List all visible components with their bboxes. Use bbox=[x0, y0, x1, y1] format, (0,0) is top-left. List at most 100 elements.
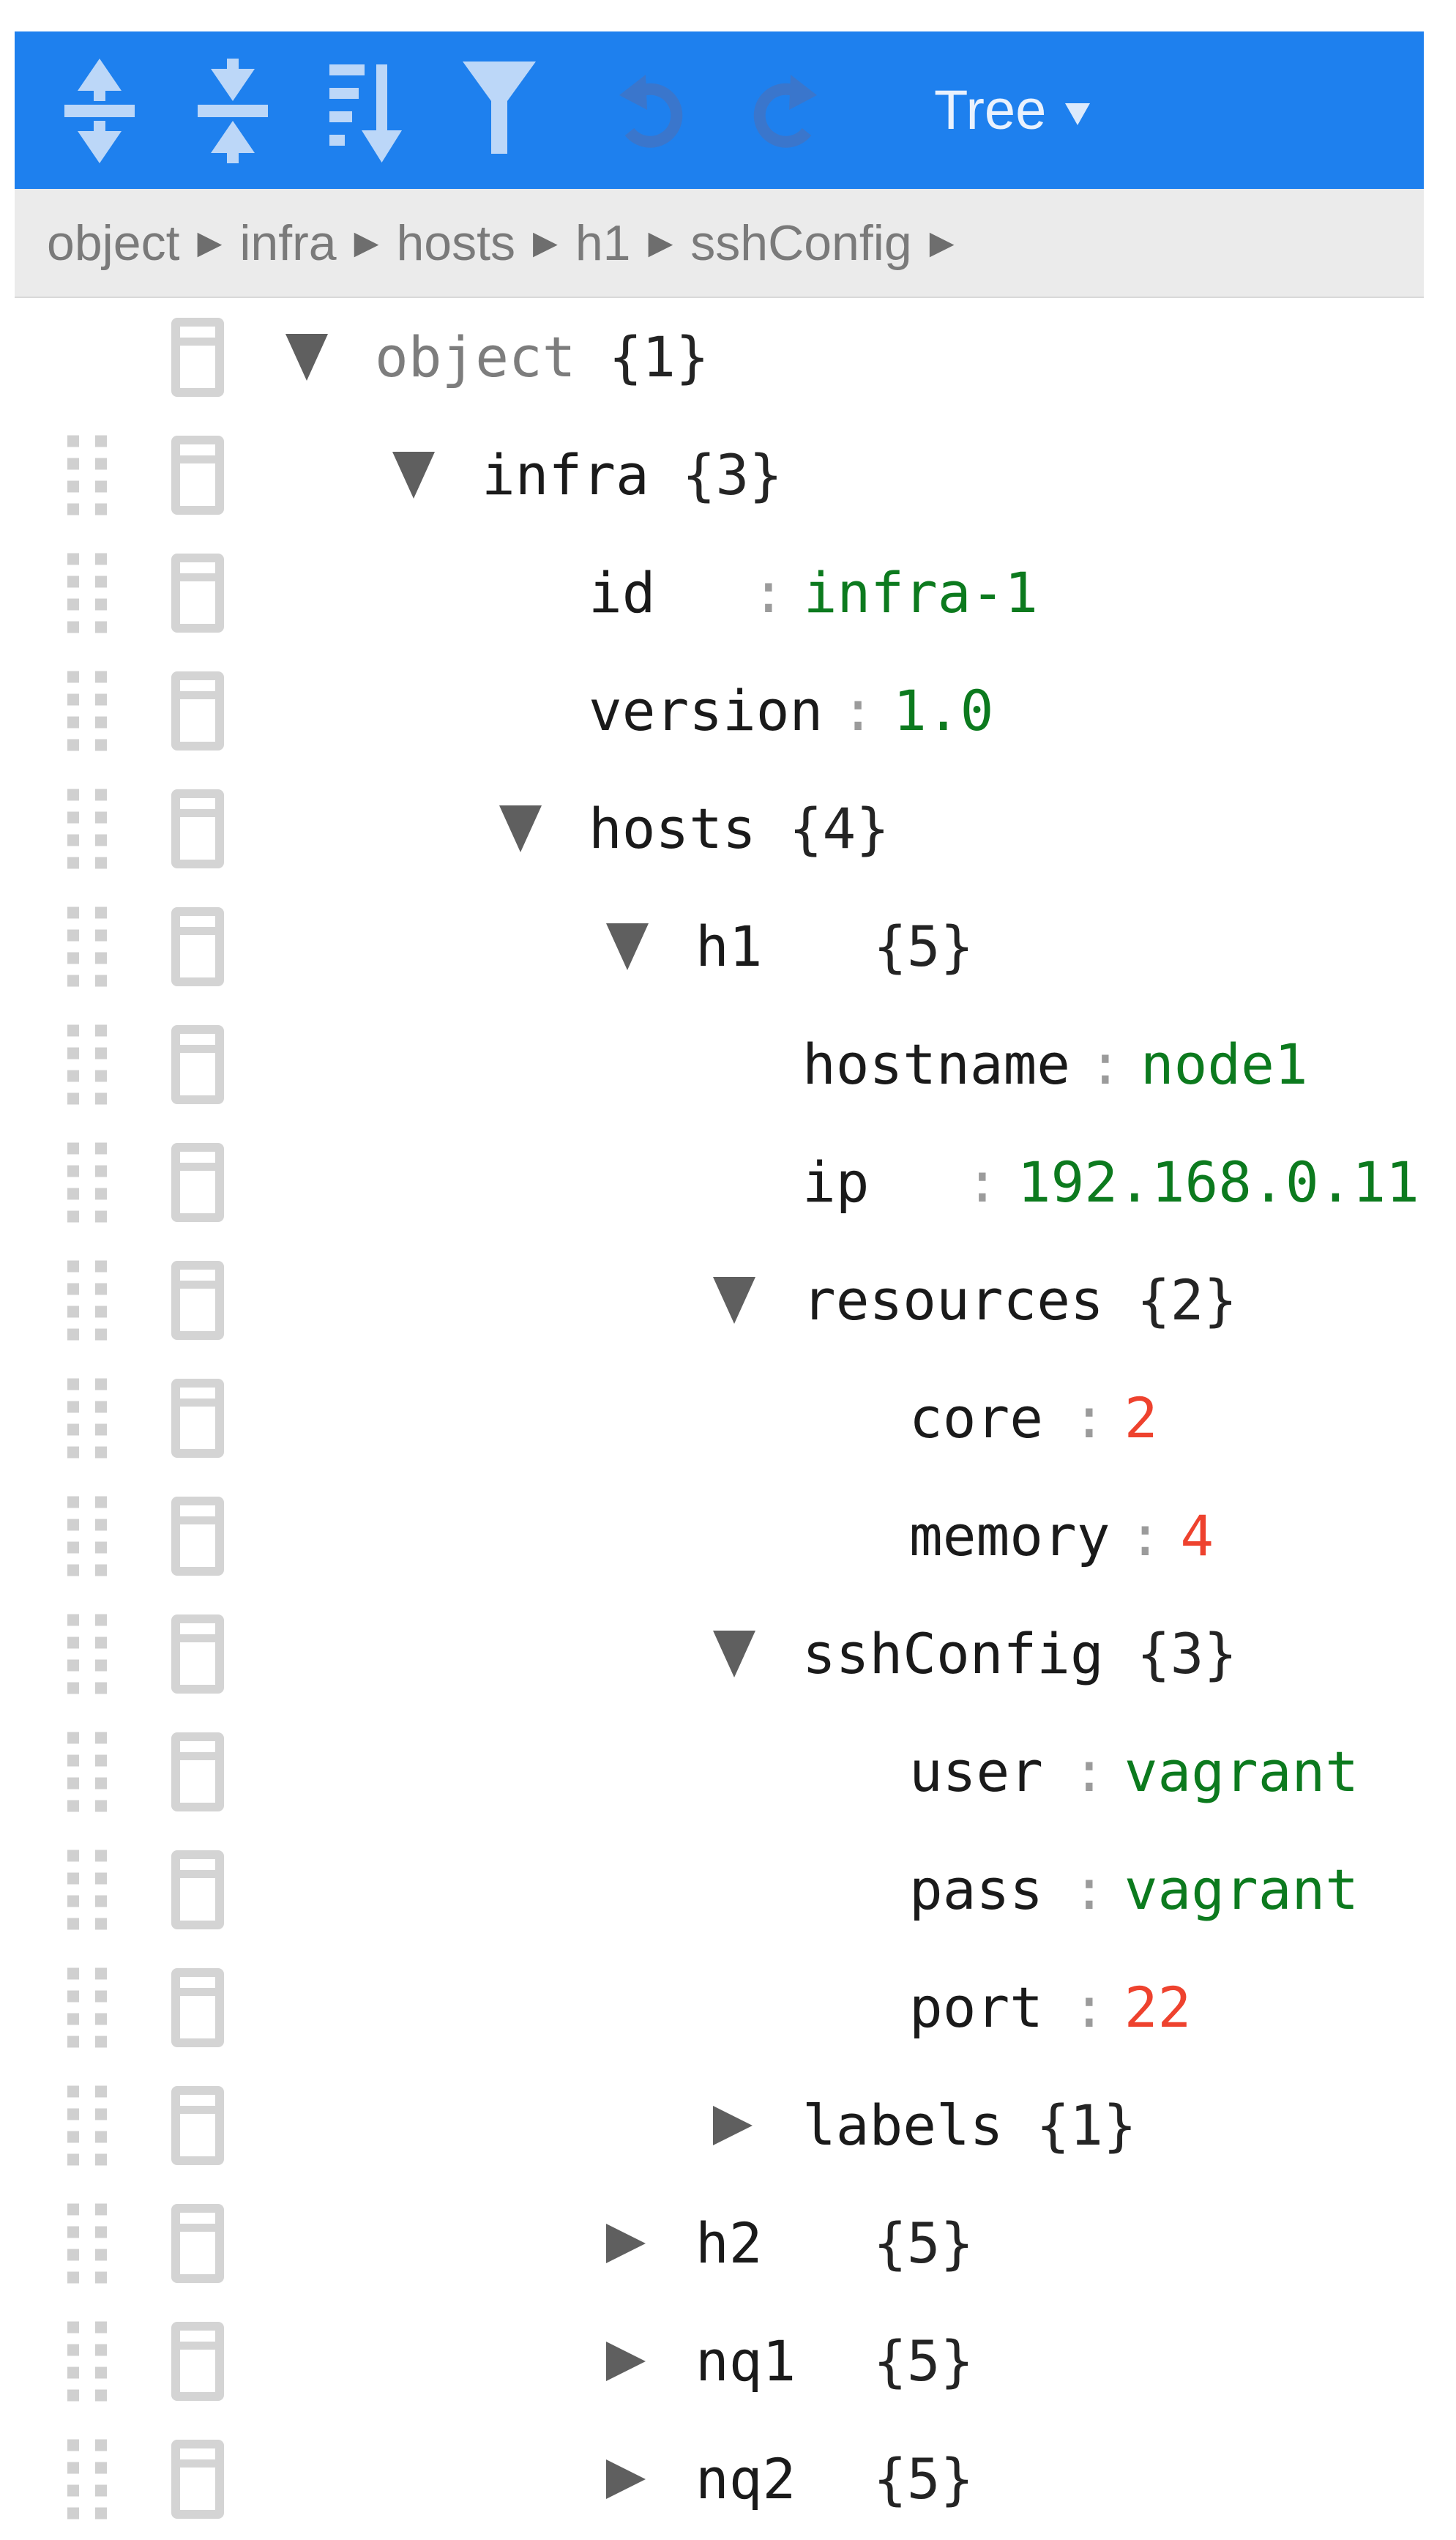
expand-slot bbox=[499, 805, 589, 852]
field-name[interactable]: pass bbox=[909, 1857, 1044, 1922]
tree-row: resources{2} bbox=[15, 1241, 1424, 1359]
drag-handle[interactable] bbox=[67, 1850, 107, 1929]
field-name[interactable]: version bbox=[589, 678, 824, 743]
breadcrumb-separator-icon: ▶ bbox=[197, 224, 223, 261]
context-menu-button[interactable] bbox=[171, 1260, 224, 1340]
field-value[interactable]: 4 bbox=[1180, 1503, 1214, 1568]
breadcrumb-item[interactable]: h1 bbox=[575, 215, 631, 271]
field-name[interactable]: infra bbox=[482, 442, 649, 507]
drag-handle[interactable] bbox=[67, 906, 107, 986]
child-count: {3} bbox=[1136, 1621, 1238, 1686]
collapse-toggle-icon[interactable] bbox=[392, 451, 435, 499]
context-menu-button[interactable] bbox=[171, 553, 224, 633]
undo-button[interactable] bbox=[613, 56, 690, 165]
breadcrumb-item[interactable]: sshConfig bbox=[690, 215, 912, 271]
drag-handle[interactable] bbox=[67, 553, 107, 633]
context-menu-button[interactable] bbox=[171, 1024, 224, 1104]
context-menu-button[interactable] bbox=[171, 1378, 224, 1458]
drag-handle[interactable] bbox=[67, 671, 107, 751]
collapse-toggle-icon[interactable] bbox=[285, 333, 328, 381]
drag-handle[interactable] bbox=[67, 435, 107, 515]
field-value[interactable]: node1 bbox=[1140, 1032, 1308, 1097]
drag-handle[interactable] bbox=[67, 1496, 107, 1576]
collapse-toggle-icon[interactable] bbox=[606, 923, 649, 970]
context-menu-button[interactable] bbox=[171, 435, 224, 515]
field-name[interactable]: port bbox=[909, 1975, 1044, 2040]
drag-handle[interactable] bbox=[67, 1260, 107, 1340]
drag-handle[interactable] bbox=[67, 2085, 107, 2165]
tree-row: object{1} bbox=[15, 298, 1424, 416]
collapse-toggle-icon[interactable] bbox=[713, 1630, 755, 1677]
context-menu-button[interactable] bbox=[171, 671, 224, 751]
drag-handle[interactable] bbox=[67, 1378, 107, 1458]
expand-toggle-icon[interactable] bbox=[606, 2341, 646, 2381]
field-name[interactable]: hostname bbox=[802, 1032, 1071, 1097]
drag-handle[interactable] bbox=[67, 2203, 107, 2283]
mode-switcher-button[interactable]: Tree bbox=[921, 56, 1103, 165]
expand-toggle-icon[interactable] bbox=[713, 2105, 753, 2145]
field-value[interactable]: 22 bbox=[1124, 1975, 1192, 2040]
tree-row: user:vagrant bbox=[15, 1713, 1424, 1830]
breadcrumb-item[interactable]: hosts bbox=[396, 215, 515, 271]
field-value[interactable]: 2 bbox=[1124, 1385, 1158, 1450]
expand-toggle-icon[interactable] bbox=[606, 2223, 646, 2263]
collapse-toggle-icon[interactable] bbox=[713, 1276, 755, 1324]
field-name[interactable]: memory bbox=[909, 1503, 1110, 1568]
drag-handle[interactable] bbox=[67, 2321, 107, 2401]
field-name[interactable]: hosts bbox=[589, 796, 756, 861]
collapse-toggle-icon[interactable] bbox=[499, 805, 542, 852]
context-menu-button[interactable] bbox=[171, 2439, 224, 2519]
context-menu-button[interactable] bbox=[171, 1142, 224, 1222]
field-value[interactable]: 1.0 bbox=[893, 678, 994, 743]
field-name[interactable]: h2 bbox=[695, 2211, 763, 2276]
field-name[interactable]: nq2 bbox=[695, 2446, 796, 2511]
context-menu-button[interactable] bbox=[171, 906, 224, 986]
field-name[interactable]: core bbox=[909, 1385, 1044, 1450]
context-menu-button[interactable] bbox=[171, 317, 224, 397]
drag-handle[interactable] bbox=[67, 2439, 107, 2519]
expand-toggle-icon[interactable] bbox=[606, 2459, 646, 2499]
field-name[interactable]: nq1 bbox=[695, 2328, 796, 2394]
context-menu-button[interactable] bbox=[171, 2203, 224, 2283]
expand-all-button[interactable] bbox=[61, 56, 138, 165]
drag-handle[interactable] bbox=[67, 1967, 107, 2047]
field-name[interactable]: h1 bbox=[695, 914, 763, 979]
field-name[interactable]: resources bbox=[802, 1267, 1104, 1333]
expand-slot bbox=[713, 2105, 802, 2145]
field-name[interactable]: id bbox=[589, 560, 656, 625]
field-value[interactable]: 192.168.0.11 bbox=[1017, 1150, 1419, 1215]
tree-row: hosts{4} bbox=[15, 770, 1424, 887]
drag-handle[interactable] bbox=[67, 1614, 107, 1694]
context-menu-button[interactable] bbox=[171, 1850, 224, 1929]
drag-handle[interactable] bbox=[67, 1024, 107, 1104]
context-menu-button[interactable] bbox=[171, 1967, 224, 2047]
collapse-all-button[interactable] bbox=[195, 56, 271, 165]
context-menu-button[interactable] bbox=[171, 1614, 224, 1694]
field-value[interactable]: infra-1 bbox=[803, 560, 1039, 625]
context-menu-button[interactable] bbox=[171, 1732, 224, 1811]
tree-row: nq2{5} bbox=[15, 2420, 1424, 2538]
drag-handle[interactable] bbox=[67, 1732, 107, 1811]
drag-handle[interactable] bbox=[67, 1142, 107, 1222]
field-name[interactable]: labels bbox=[802, 2093, 1004, 2158]
field-name[interactable]: user bbox=[909, 1739, 1044, 1804]
context-menu-button[interactable] bbox=[171, 789, 224, 868]
tree-row: infra{3} bbox=[15, 416, 1424, 534]
field-name[interactable]: object bbox=[375, 324, 576, 390]
field-name[interactable]: ip bbox=[802, 1150, 870, 1215]
context-menu-button[interactable] bbox=[171, 2085, 224, 2165]
json-editor: Tree object▶infra▶hosts▶h1▶sshConfig▶ ob… bbox=[15, 31, 1424, 2538]
drag-handle[interactable] bbox=[67, 789, 107, 868]
breadcrumb-item[interactable]: object bbox=[47, 215, 180, 271]
breadcrumb-item[interactable]: infra bbox=[239, 215, 337, 271]
context-menu-button[interactable] bbox=[171, 1496, 224, 1576]
field-name[interactable]: sshConfig bbox=[802, 1621, 1104, 1686]
breadcrumb: object▶infra▶hosts▶h1▶sshConfig▶ bbox=[15, 189, 1424, 298]
field-value[interactable]: vagrant bbox=[1124, 1739, 1359, 1804]
breadcrumb-separator-icon: ▶ bbox=[354, 224, 379, 261]
redo-button[interactable] bbox=[747, 56, 823, 165]
filter-transform-button[interactable] bbox=[461, 56, 537, 165]
context-menu-button[interactable] bbox=[171, 2321, 224, 2401]
sort-button[interactable] bbox=[328, 56, 404, 165]
field-value[interactable]: vagrant bbox=[1124, 1857, 1359, 1922]
